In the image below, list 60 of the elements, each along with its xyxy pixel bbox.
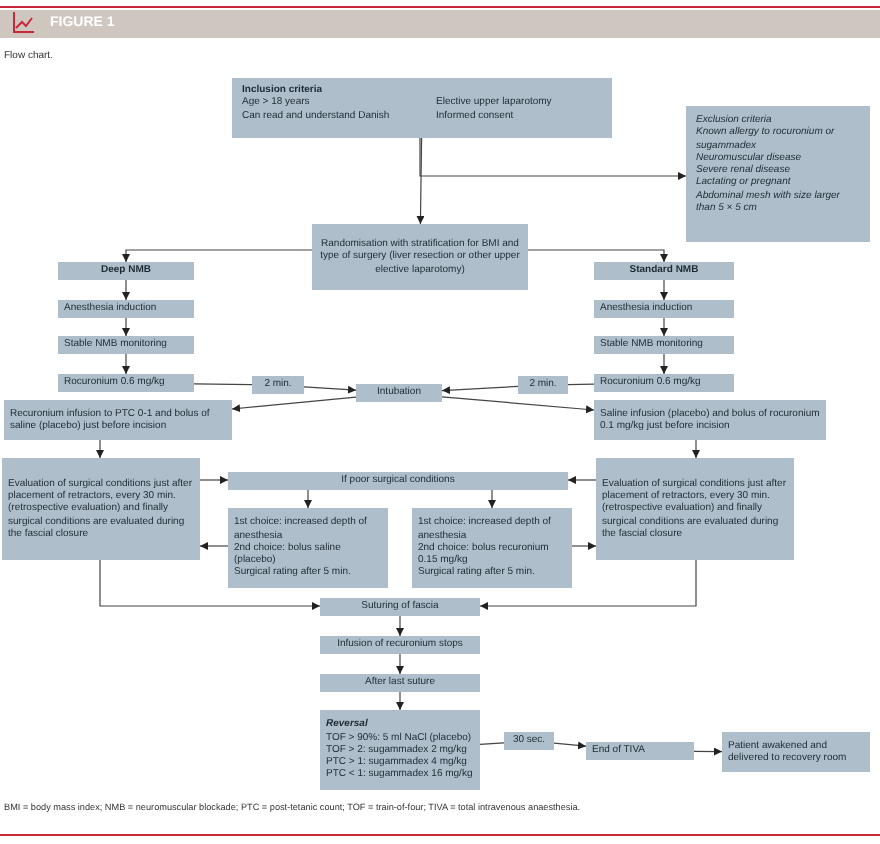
arrow <box>99 559 321 610</box>
arrow <box>396 653 404 675</box>
arrow <box>416 137 425 225</box>
process-box <box>594 300 734 318</box>
process-box <box>594 400 826 440</box>
arrow <box>441 385 519 395</box>
process-box <box>320 710 480 790</box>
process-box <box>320 598 480 616</box>
arrow <box>122 317 130 337</box>
arrow <box>396 615 404 637</box>
group-box <box>58 262 194 280</box>
connector-line <box>193 383 253 386</box>
process-box <box>594 374 734 392</box>
arrow <box>693 747 723 756</box>
duration-box <box>518 376 568 394</box>
process-box <box>586 742 694 760</box>
arrow <box>122 249 313 263</box>
process-box <box>58 336 194 354</box>
connector-line <box>567 383 595 386</box>
process-box <box>228 508 388 588</box>
arrow <box>660 353 668 375</box>
arrow <box>479 559 697 610</box>
process-box <box>2 458 200 560</box>
process-box <box>356 384 442 402</box>
process-box <box>722 732 870 772</box>
process-box <box>320 674 480 692</box>
arrow <box>231 396 357 413</box>
duration-box <box>252 376 304 394</box>
arrow <box>488 489 496 509</box>
process-box <box>594 336 734 354</box>
arrow <box>571 542 597 550</box>
duration-box <box>504 732 554 750</box>
arrow <box>303 385 357 394</box>
process-box <box>320 636 480 654</box>
connector-line <box>479 742 505 745</box>
process-box <box>58 300 194 318</box>
process-box <box>596 458 794 560</box>
arrow <box>692 439 700 459</box>
arrow <box>660 317 668 337</box>
arrow <box>199 476 229 484</box>
arrow <box>122 353 130 375</box>
arrow <box>199 542 229 550</box>
group-box <box>594 262 734 280</box>
arrow <box>122 279 130 301</box>
arrow <box>567 476 597 484</box>
arrow <box>396 691 404 711</box>
process-box <box>58 374 194 392</box>
process-box <box>312 224 528 290</box>
arrow <box>304 489 312 509</box>
criteria-box <box>686 106 870 242</box>
arrow <box>419 137 687 180</box>
process-box <box>412 508 572 588</box>
decision-box <box>228 472 568 490</box>
arrow <box>527 249 668 263</box>
arrow <box>441 396 595 414</box>
arrow <box>553 741 587 750</box>
process-box <box>4 400 232 440</box>
criteria-box <box>232 78 612 138</box>
arrow <box>660 279 668 301</box>
arrow <box>96 439 104 459</box>
